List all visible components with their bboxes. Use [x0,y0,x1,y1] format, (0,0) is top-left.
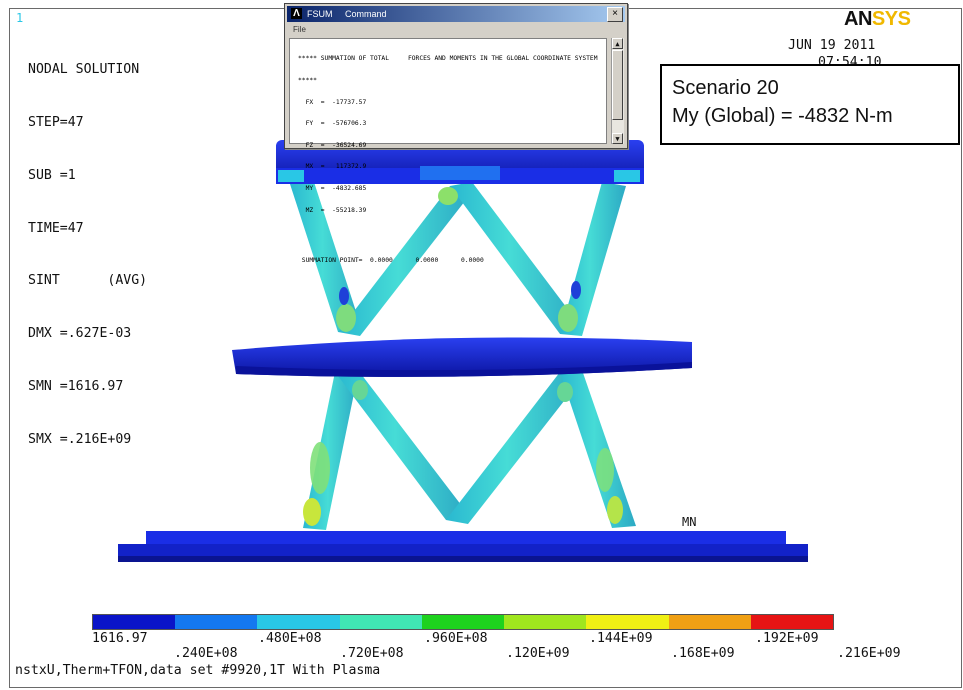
output-line: MZ = -55218.39 [298,206,367,214]
solution-info: NODAL SOLUTION STEP=47 SUB =1 TIME=47 SI… [28,26,147,466]
scenario-title: Scenario 20 [672,77,779,99]
scroll-up-arrow-icon[interactable]: ▲ [612,38,623,49]
lower-struts [303,370,636,530]
min-marker-label: MN [682,515,697,529]
legend-label: .240E+08 [174,646,238,661]
status-line-time: TIME=47 [28,220,84,236]
status-line-smn: SMN =1616.97 [28,378,124,394]
upper-struts [290,182,626,336]
mid-plate [232,337,692,377]
scenario-moment: My (Global) = -4832 N-m [672,105,893,127]
command-output[interactable]: ***** SUMMATION OF TOTAL FORCES AND MOME… [289,38,607,264]
ansys-logo: ANSYS [844,8,911,30]
output-line: MY = -4832.685 [298,185,367,193]
fsum-command-window[interactable]: Λ FSUM Command × File ***** SUMMATION OF… [284,3,628,264]
legend-label: .192E+09 [755,631,819,646]
legend-label: .720E+08 [340,646,404,661]
legend-color-swatch [93,615,176,629]
output-line: MX = 117372.9 [298,163,367,171]
legend-color-swatch [339,615,422,629]
legend-label: .144E+09 [589,631,653,646]
command-window-title: Command [345,9,387,19]
legend-color-swatch [586,615,669,629]
output-line: FY = -576706.3 [298,120,367,128]
legend-color-swatch [257,615,340,629]
vertical-scrollbar[interactable]: ▲ ▼ [611,38,624,144]
close-button[interactable]: × [607,7,623,22]
output-line: ***** [298,77,317,85]
legend-color-swatch [504,615,587,629]
top-plate [276,140,644,184]
legend-color-swatch [750,615,833,629]
command-window-cmd: FSUM [307,9,333,19]
legend-label: .480E+08 [258,631,322,646]
legend-label: .960E+08 [424,631,488,646]
legend-color-swatch [668,615,751,629]
menu-file[interactable]: File [293,25,306,34]
output-line: FZ = -36524.69 [298,141,367,149]
ansys-icon: Λ [291,8,302,19]
base-plate [118,531,808,562]
status-line-smx: SMX =.216E+09 [28,431,132,447]
command-window-titlebar[interactable]: Λ FSUM Command × [287,6,625,22]
legend-label: 1616.97 [92,631,148,646]
date-text: JUN 19 2011 [788,38,876,53]
status-line-dmx: DMX =.627E-03 [28,326,132,342]
legend-label: .120E+09 [506,646,570,661]
status-line-sint: SINT (AVG) [28,273,148,289]
output-line: ***** SUMMATION OF TOTAL FORCES AND MOME… [298,55,598,63]
window-number: 1 [16,11,24,25]
legend-color-swatch [175,615,258,629]
status-line-title: NODAL SOLUTION [28,62,140,78]
legend-color-swatch [421,615,505,629]
plot-subtitle: nstxU,Therm+TFON,data set #9920,1T With … [15,663,381,678]
scroll-thumb[interactable] [612,50,623,120]
scroll-down-arrow-icon[interactable]: ▼ [612,133,623,144]
output-line: SUMMATION POINT= 0.0000 0.0000 0.0000 [298,257,484,265]
scenario-callout: Scenario 20 My (Global) = -4832 N-m [660,64,960,145]
status-line-sub: SUB =1 [28,167,76,183]
legend-label: .216E+09 [837,646,901,661]
output-line: FX = -17737.57 [298,98,367,106]
status-line-step: STEP=47 [28,114,84,130]
contour-legend-bar [92,614,834,630]
legend-label: .168E+09 [671,646,735,661]
